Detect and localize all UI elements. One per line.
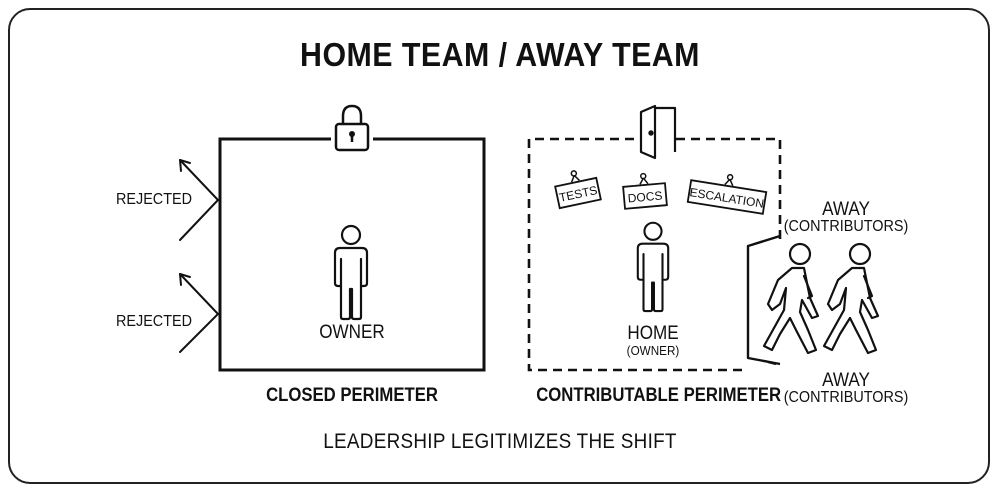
walking-person-icon-1 <box>762 242 820 355</box>
contributable-perimeter-caption: CONTRIBUTABLE PERIMETER <box>536 385 782 406</box>
home-sub-label: (OWNER) <box>626 343 680 358</box>
away-label-bottom: AWAY <box>822 370 870 391</box>
away-label-top: AWAY <box>822 199 870 220</box>
rejected-arrow-bottom <box>179 273 220 353</box>
away-sub-label-top: (CONTRIBUTORS) <box>783 218 909 235</box>
closed-perimeter-caption: CLOSED PERIMETER <box>266 385 438 406</box>
footer-caption: LEADERSHIP LEGITIMIZES THE SHIFT <box>323 430 677 453</box>
door-icon <box>639 104 677 160</box>
open-door-icon <box>746 234 781 366</box>
lock-icon <box>331 104 373 156</box>
home-label: HOME <box>627 323 679 344</box>
rejected-arrow-top <box>179 159 220 241</box>
tag-tests: TESTS <box>554 170 602 210</box>
contributable-perimeter-box <box>527 137 782 372</box>
tag-docs-label: DOCS <box>627 189 663 206</box>
walking-person-icon-2 <box>822 242 880 355</box>
away-sub-label-bottom: (CONTRIBUTORS) <box>783 389 909 406</box>
page-title: HOME TEAM / AWAY TEAM <box>300 36 700 73</box>
rejected-label-bottom: REJECTED <box>115 313 192 330</box>
owner-label: OWNER <box>319 322 385 343</box>
tag-escalation: ESCALATION <box>686 173 768 215</box>
tag-docs: DOCS <box>622 172 668 210</box>
rejected-label-top: REJECTED <box>115 191 192 208</box>
owner-person-icon <box>333 224 369 321</box>
home-person-icon <box>636 221 670 313</box>
outer-frame <box>8 8 990 484</box>
